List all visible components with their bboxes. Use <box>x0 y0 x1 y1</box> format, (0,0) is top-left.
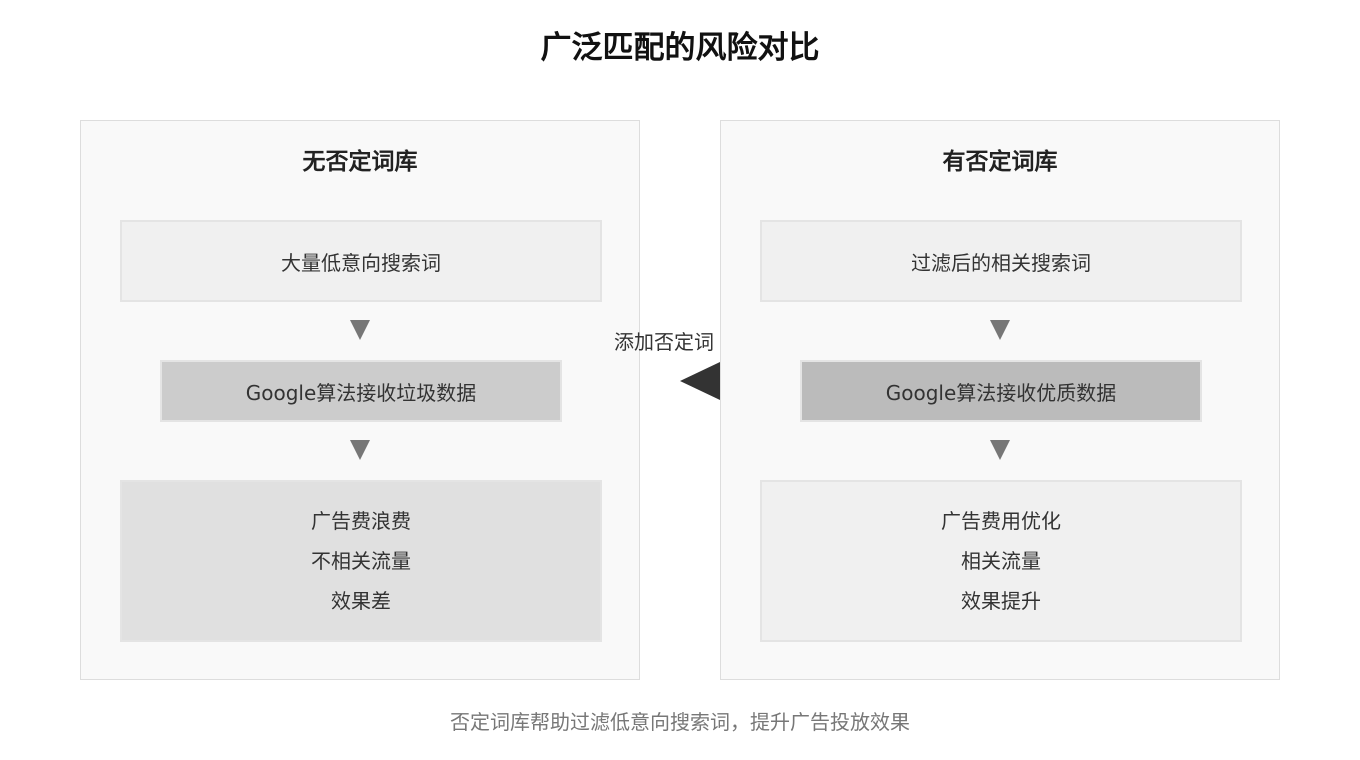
search-terms-box: 过滤后的相关搜索词 <box>760 220 1242 302</box>
down-triangle-arrow-icon <box>990 440 1010 460</box>
outcome-line: 效果差 <box>331 589 391 613</box>
left-triangle-arrow-icon <box>680 362 720 400</box>
outcome-box: 广告费浪费 不相关流量 效果差 <box>120 480 602 642</box>
down-triangle-arrow-icon <box>350 440 370 460</box>
outcome-line: 相关流量 <box>961 549 1041 573</box>
algorithm-data-box: Google算法接收优质数据 <box>800 360 1202 422</box>
connector-label: 添加否定词 <box>614 330 714 354</box>
outcome-line: 效果提升 <box>961 589 1041 613</box>
panel-without-negative-keywords: 无否定词库 大量低意向搜索词 Google算法接收垃圾数据 广告费浪费 不相关流… <box>80 120 640 680</box>
down-triangle-arrow-icon <box>350 320 370 340</box>
outcome-line: 广告费用优化 <box>941 509 1061 533</box>
panel-with-negative-keywords: 有否定词库 过滤后的相关搜索词 Google算法接收优质数据 广告费用优化 相关… <box>720 120 1280 680</box>
algorithm-data-box: Google算法接收垃圾数据 <box>160 360 562 422</box>
outcome-box: 广告费用优化 相关流量 效果提升 <box>760 480 1242 642</box>
outcome-line: 不相关流量 <box>311 549 411 573</box>
panel-title: 有否定词库 <box>942 149 1058 175</box>
diagram-title: 广泛匹配的风险对比 <box>540 30 820 66</box>
diagram-caption: 否定词库帮助过滤低意向搜索词，提升广告投放效果 <box>450 710 910 734</box>
search-terms-box: 大量低意向搜索词 <box>120 220 602 302</box>
outcome-line: 广告费浪费 <box>311 509 411 533</box>
down-triangle-arrow-icon <box>990 320 1010 340</box>
panel-title: 无否定词库 <box>302 149 418 175</box>
